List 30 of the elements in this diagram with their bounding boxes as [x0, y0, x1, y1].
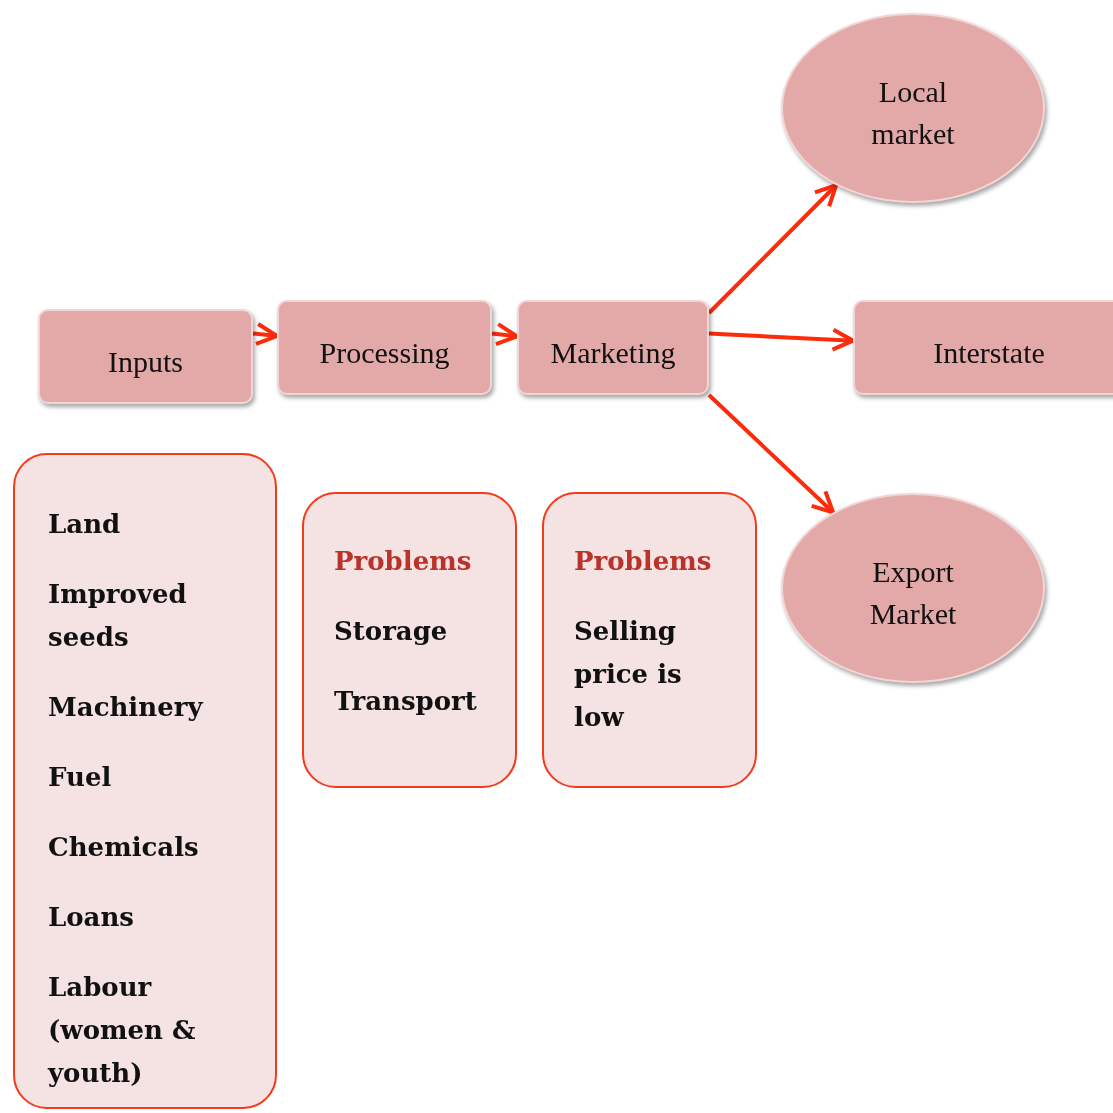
arrow [707, 183, 839, 315]
arrow [708, 327, 855, 352]
list-item: Loans [48, 901, 135, 934]
stage-box [517, 300, 709, 395]
list-item: Chemicals [48, 831, 200, 864]
stage-box [38, 309, 253, 404]
arrow [707, 393, 836, 515]
list-item: Land [48, 508, 122, 541]
stage-box [853, 300, 1113, 395]
node-label: Export Market [868, 554, 958, 632]
list-item: Selling price is low [574, 615, 683, 734]
list-item: Machinery [48, 691, 205, 724]
arrow [491, 322, 519, 347]
list-item: Storage [334, 615, 449, 648]
problems-box [542, 492, 757, 788]
list-item: Transport [334, 685, 478, 718]
box-heading: Problems [574, 545, 713, 578]
node-label: Local market [870, 74, 956, 152]
arrow [252, 322, 279, 346]
node-label: Processing [319, 334, 450, 371]
box-heading: Problems [334, 545, 473, 578]
list-item: Improved seeds [48, 578, 188, 654]
list-item: Labour (women & youth) [48, 971, 197, 1090]
list-item: Fuel [48, 761, 113, 794]
node-label: Interstate [933, 334, 1045, 371]
node-label: Marketing [550, 334, 676, 371]
node-label: Inputs [108, 343, 183, 380]
stage-box [277, 300, 492, 395]
inputs-list-box [13, 453, 277, 1109]
problems-box [302, 492, 517, 788]
